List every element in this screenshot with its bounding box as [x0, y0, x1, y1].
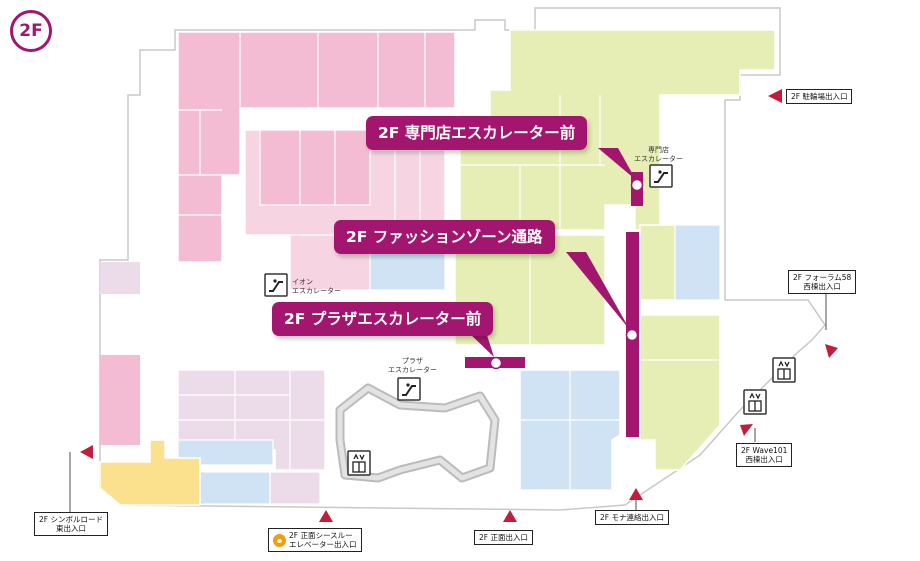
exit-label-symbol-road[interactable]: 2F シンボルロード 東出入口	[34, 512, 108, 536]
exit-label-mona[interactable]: 2F モナ連絡出入口	[595, 510, 669, 525]
specialty-escalator-point[interactable]	[630, 178, 644, 192]
exit-marker-mona	[629, 488, 643, 500]
escalator-icon	[264, 273, 288, 297]
paw-icon	[273, 533, 286, 547]
store-green-southeast	[639, 314, 721, 471]
exit-label-bicycle-parking[interactable]: 2F 駐輪場出入口	[786, 89, 853, 104]
specialty-callout-pointer	[598, 148, 636, 180]
store-pink-west	[100, 355, 140, 445]
callout-fashion-zone[interactable]: 2F ファッションゾーン通路	[334, 220, 555, 254]
exit-leader-lines	[69, 293, 827, 512]
plaza-callout-pointer	[468, 332, 494, 357]
fashion-callout-pointer	[566, 252, 630, 330]
store-dividers-northwest	[178, 32, 426, 216]
callout-plaza-escalator[interactable]: 2F プラザエスカレーター前	[272, 302, 494, 336]
exit-label-forum58[interactable]: 2F フォーラム58 西棟出入口	[788, 270, 857, 294]
exit-label-seethrough-elevator[interactable]: 2F 正面シースルー エレベーター出入口	[268, 528, 362, 552]
elevator-icon	[772, 357, 796, 383]
floor-badge: 2F	[10, 10, 52, 52]
escalator-icon	[397, 377, 421, 401]
exit-marker-seethrough	[319, 510, 333, 522]
exit-marker-bicycle-parking	[768, 89, 782, 103]
exit-label-wave101[interactable]: 2F Wave101 西棟出入口	[736, 443, 793, 467]
elevator-icon	[743, 389, 767, 415]
exit-marker-forum58	[825, 344, 838, 358]
fashion-zone-point[interactable]	[625, 328, 639, 342]
exit-marker-symbol-road	[80, 445, 93, 459]
store-block-pink-northwest	[177, 31, 456, 263]
store-lavender-south	[269, 471, 321, 505]
exit-marker-wave101	[740, 424, 753, 436]
store-dividers-southwest	[178, 370, 325, 470]
store-lavender-west-1	[100, 262, 140, 294]
elevator-icon	[347, 450, 371, 476]
exit-marker-front	[503, 510, 517, 522]
callout-specialty-escalator[interactable]: 2F 専門店エスカレーター前	[366, 116, 588, 150]
store-blue-east	[674, 224, 721, 301]
store-yellow-southwest	[99, 439, 201, 506]
exit-label-front[interactable]: 2F 正面出入口	[474, 530, 533, 545]
escalator-icon	[649, 164, 673, 188]
store-dividers-green-north	[460, 95, 605, 230]
store-blue-south-center	[199, 471, 271, 505]
plaza-escalator-point[interactable]	[489, 356, 503, 370]
store-pink-center-inner	[259, 129, 371, 206]
